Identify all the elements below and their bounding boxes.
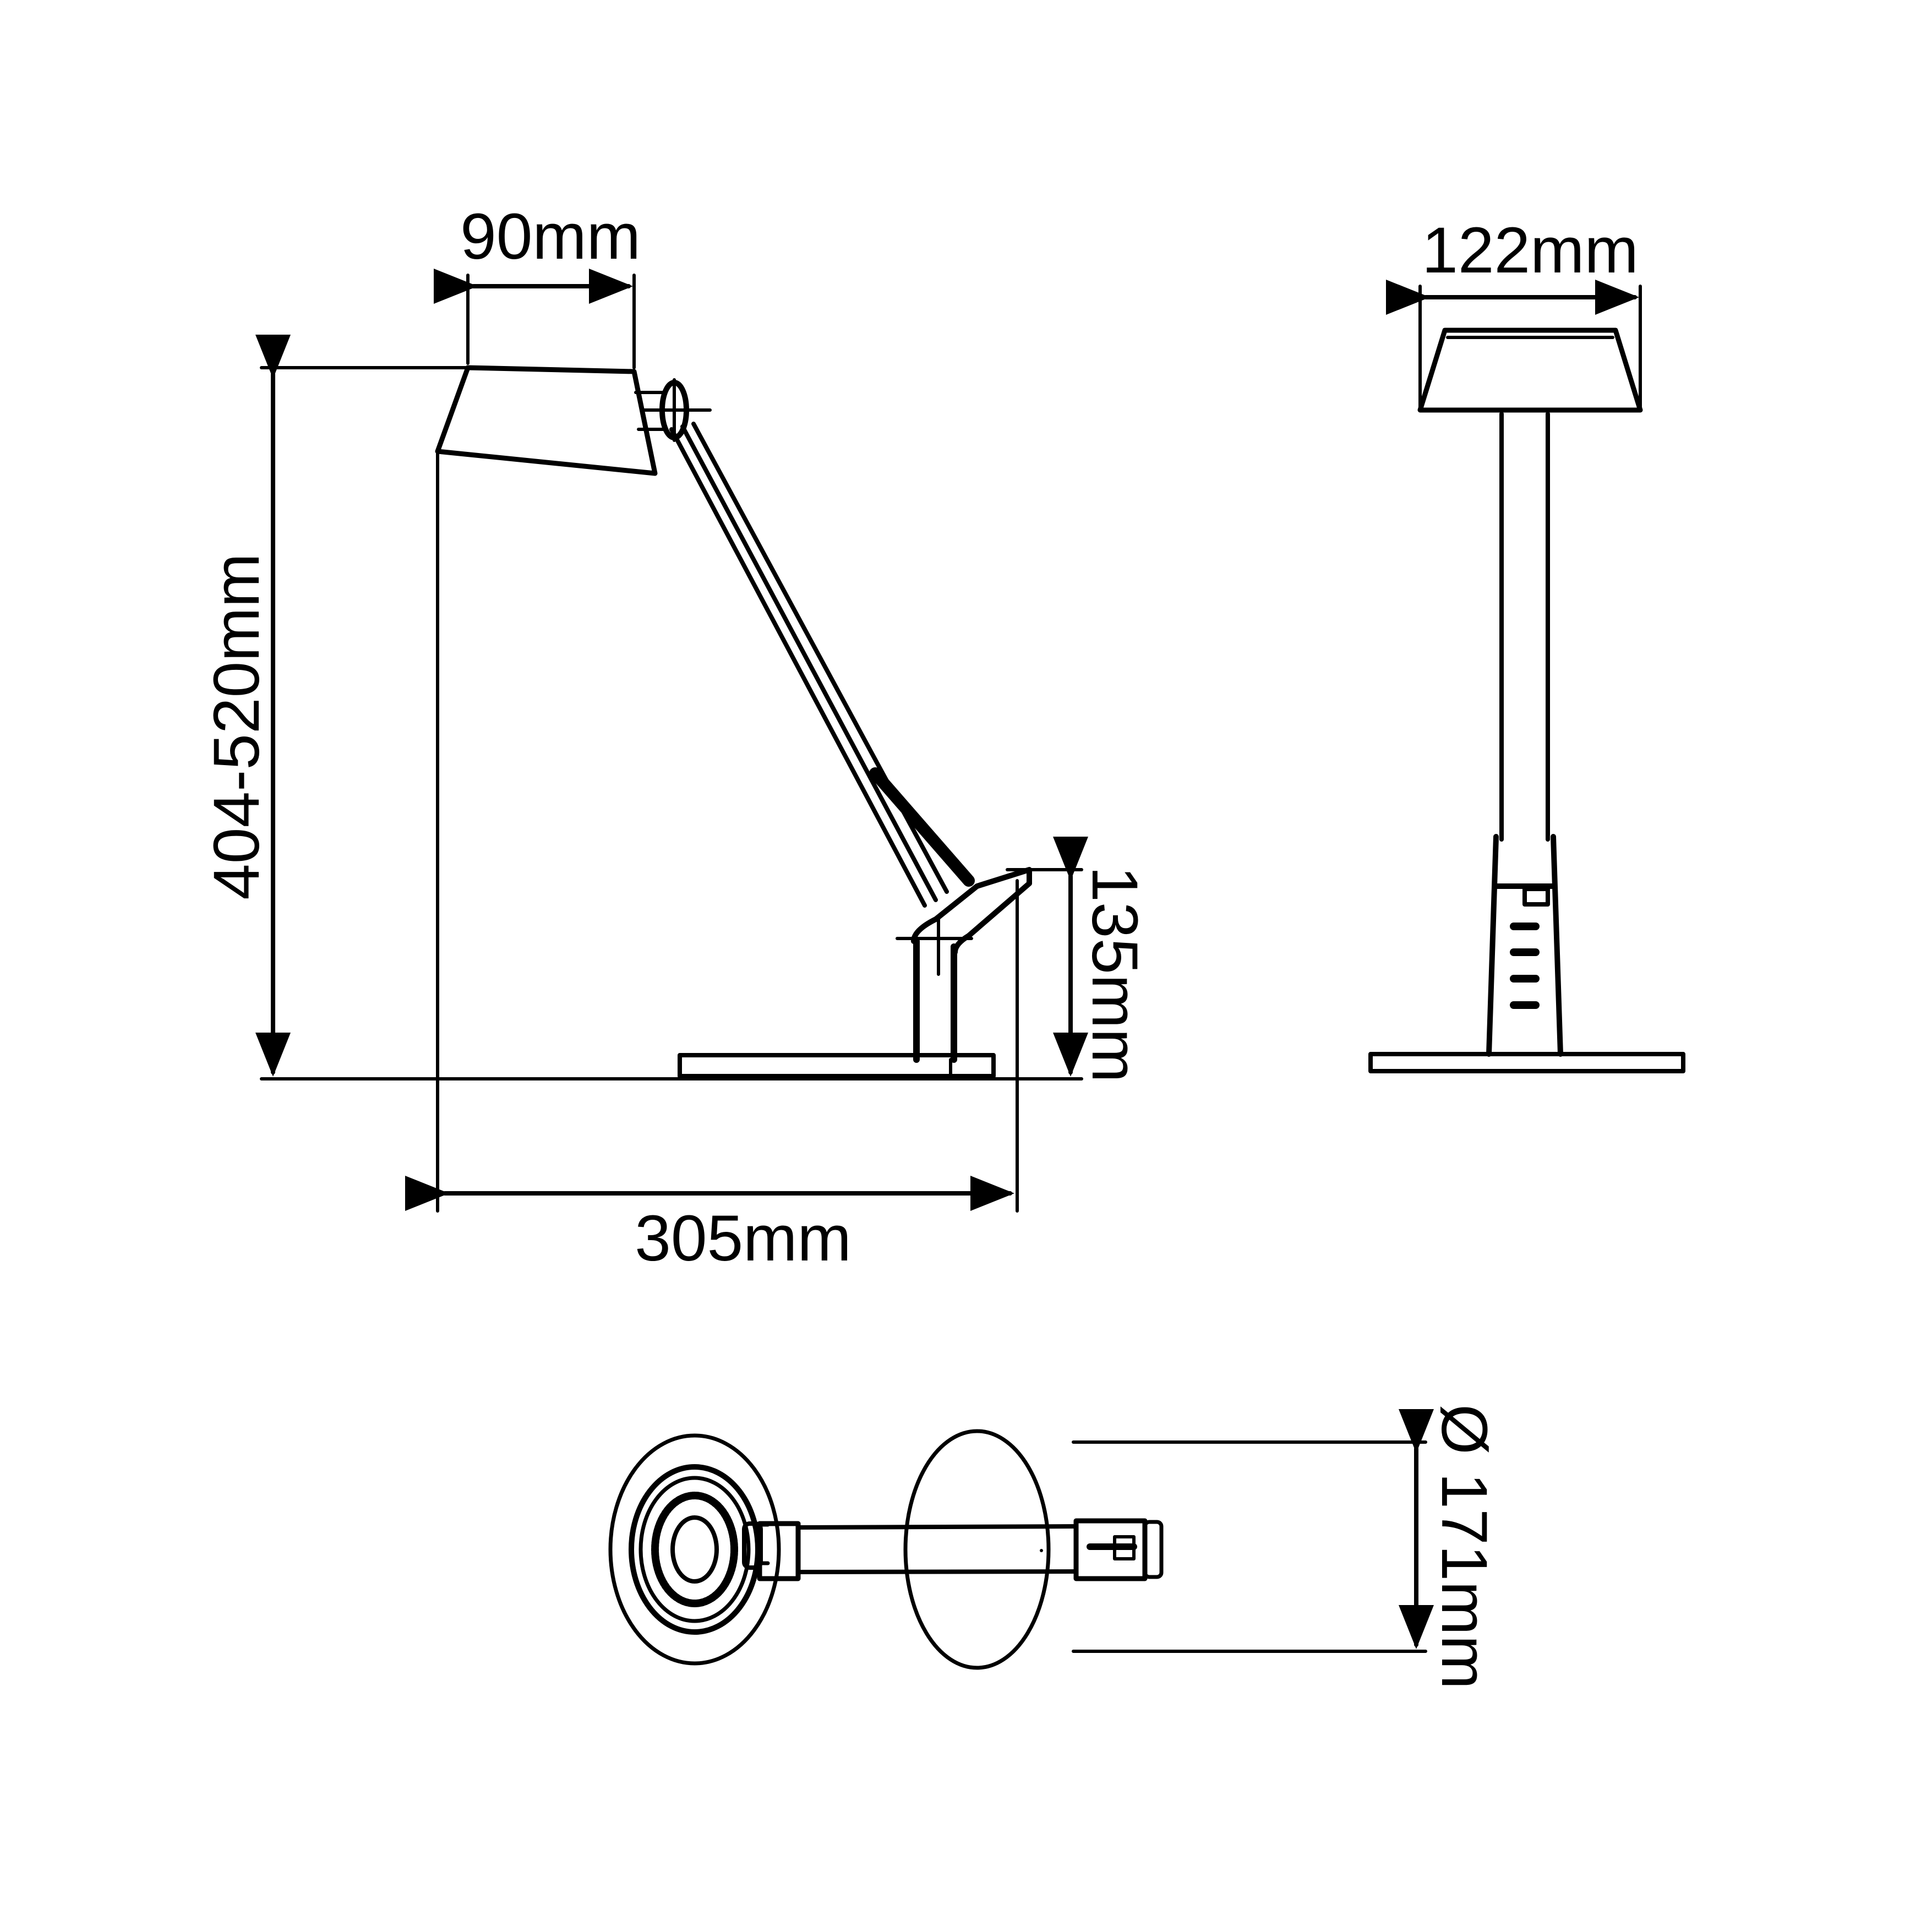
- dim-label-base-diameter: Ø 171mm: [1428, 1404, 1500, 1689]
- dim-label-height-range: 404-520mm: [200, 553, 273, 900]
- dim-label-shade-width: 90mm: [460, 200, 641, 273]
- front-vent-slots: [1510, 923, 1540, 1009]
- dim-label-joint-height: 135mm: [1078, 866, 1151, 1082]
- dim-label-total-depth: 305mm: [635, 1202, 851, 1275]
- top-center-dot: [1040, 1549, 1043, 1552]
- side-view: 90mm 404-520mm 135mm 305mm: [200, 200, 1151, 1275]
- side-pivot-crosshair: [642, 378, 712, 442]
- front-lower-pole: [1486, 834, 1563, 1057]
- top-hinge-block: [757, 1521, 801, 1581]
- top-shade-outer: [608, 1433, 781, 1666]
- dim-extension-90: [466, 274, 636, 369]
- top-base-disc: [903, 1429, 1051, 1670]
- side-upper-arm: [669, 422, 949, 908]
- front-view: 122mm: [1368, 214, 1685, 1073]
- top-knurled-ring: [651, 1492, 738, 1607]
- side-stem-marker: [896, 918, 973, 976]
- side-arm-strut: [869, 767, 975, 887]
- front-lamp-shade: [1417, 328, 1643, 413]
- side-stem: [913, 938, 957, 1063]
- top-dim-extension: [1072, 1440, 1427, 1653]
- top-shade-ring-2: [638, 1476, 751, 1623]
- top-lens: [670, 1515, 719, 1584]
- front-dim-extension: [1418, 285, 1642, 412]
- side-lamp-shade: [435, 365, 658, 476]
- front-base-plate: [1368, 1052, 1685, 1073]
- side-shade-bracket: [634, 391, 665, 431]
- top-arm: [796, 1524, 1078, 1574]
- side-base-plate: [678, 1053, 996, 1078]
- front-switch: [1522, 887, 1550, 907]
- front-upper-pole: [1499, 412, 1550, 842]
- top-switch-frame: [1113, 1535, 1136, 1560]
- dim-label-front-shade-width: 122mm: [1422, 214, 1638, 287]
- top-end-cap: [1143, 1520, 1164, 1579]
- top-view: Ø 171mm: [608, 1404, 1500, 1689]
